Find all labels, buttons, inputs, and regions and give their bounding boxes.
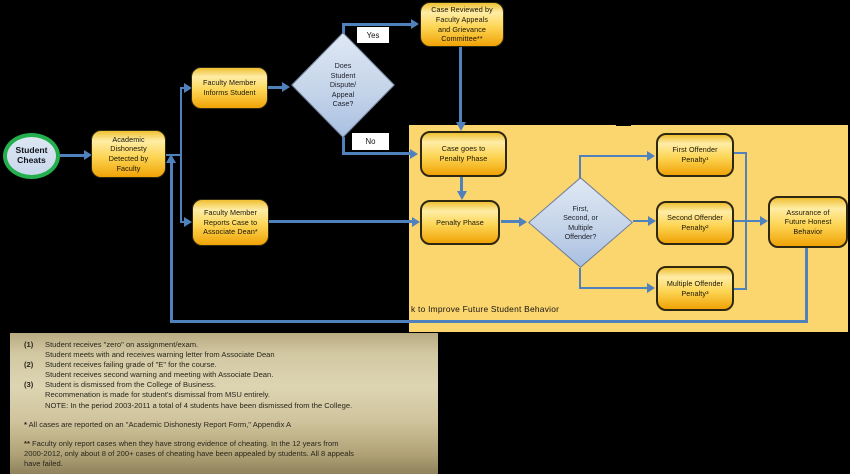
arrowhead-assurance: [760, 216, 768, 226]
footnote-2-number: (2): [24, 360, 34, 370]
arrowhead-casegoes-top: [456, 122, 466, 131]
node-faculty-informs: Faculty Member Informs Student: [191, 67, 268, 109]
arrowhead-multiple: [647, 283, 655, 293]
connector-offender-multiple-v: [579, 268, 581, 289]
connector-penalty-offender: [501, 220, 522, 223]
footnote-doublestar-text: Faculty only report cases when they have…: [24, 438, 354, 468]
footnote-doublestar-marker: **: [24, 438, 30, 448]
arrowhead-report: [184, 217, 192, 227]
arrowhead-start-detect: [84, 150, 92, 160]
clipped-text-artifact: [616, 121, 631, 126]
footnote-2: (2) Student receives failing grade of "E…: [24, 360, 424, 380]
arrowhead-offender: [519, 217, 527, 227]
footnote-1-text: Student receives "zero" on assignment/ex…: [45, 340, 275, 360]
node-assurance: Assurance of Future Honest Behavior: [768, 196, 848, 248]
connector-report-penalty: [269, 220, 414, 223]
connector-inform-dispute: [268, 86, 284, 89]
arrowhead-casegoes-left: [410, 149, 418, 159]
arrowhead-penalty-left: [412, 217, 420, 227]
node-case-reviewed: Case Reviewed by Faculty Appeals and Gri…: [420, 2, 504, 47]
yes-label: Yes: [357, 27, 389, 43]
connector-offender-first-v: [579, 155, 581, 178]
connector-review-casegoes: [459, 47, 462, 123]
no-label: No: [352, 133, 389, 150]
connector-offender-second: [633, 220, 650, 222]
footnote-1-number: (1): [24, 340, 34, 349]
arrowhead-inform: [184, 83, 192, 93]
footnote-1: (1) Student receives "zero" on assignmen…: [24, 340, 424, 360]
footnote-2-text: Student receives failing grade of "E" fo…: [45, 360, 274, 380]
node-academic-dishonesty: Academic Dishonesty Detected by Faculty: [91, 130, 166, 178]
node-case-goes-penalty: Case goes to Penalty Phase: [420, 131, 507, 177]
footnote-3: (3) Student is dismissed from the Colleg…: [24, 380, 424, 410]
decision-offender-count: First, Second, or Multiple Offender?: [528, 177, 633, 268]
connector-yes-across: [342, 23, 412, 26]
footnotes-panel: (1) Student receives "zero" on assignmen…: [10, 333, 438, 474]
connector-feedback-across: [170, 320, 808, 323]
connector-second-assurance: [734, 220, 762, 222]
connector-yes-up: [342, 23, 345, 34]
connector-branch-up: [180, 87, 186, 89]
dispute-diamond-label: Does Student Dispute/ Appeal Case?: [329, 61, 357, 109]
node-faculty-reports: Faculty Member Reports Case to Associate…: [192, 199, 269, 246]
arrowhead-review: [411, 19, 419, 29]
footnote-doublestar: ** Faculty only report cases when they h…: [24, 439, 424, 469]
node-multiple-offender: Multiple Offender Penalty³: [656, 266, 734, 311]
connector-casegoes-penalty: [460, 177, 463, 193]
start-node-student-cheats: Student Cheats: [3, 133, 60, 179]
connector-offender-first-h: [579, 155, 649, 157]
arrowhead-feedback: [166, 154, 176, 163]
connector-branch-down: [180, 221, 186, 223]
arrowhead-second: [648, 216, 656, 226]
footnote-star-marker: *: [24, 419, 27, 429]
connector-first-join: [734, 152, 747, 154]
footnote-star-text: All cases are reported on an "Academic D…: [28, 419, 292, 429]
node-penalty-phase: Penalty Phase: [420, 200, 500, 245]
connector-no-down: [342, 137, 345, 154]
connector-feedback-up: [170, 162, 173, 321]
connector-start-detect: [60, 154, 86, 157]
arrowhead-dispute: [282, 82, 290, 92]
connector-no-across: [342, 152, 412, 155]
feedback-caption: k to Improve Future Student Behavior: [411, 304, 560, 314]
node-first-offender: First Offender Penalty¹: [656, 133, 734, 177]
arrowhead-first: [647, 151, 655, 161]
connector-branch-spine: [180, 88, 182, 222]
node-second-offender: Second Offender Penalty²: [656, 201, 734, 245]
arrowhead-penalty-top: [457, 191, 467, 200]
offender-diamond-label: First, Second, or Multiple Offender?: [563, 203, 598, 242]
footnote-star: * All cases are reported on an "Academic…: [24, 420, 424, 430]
connector-feedback-down: [805, 248, 808, 323]
footnote-3-number: (3): [24, 380, 34, 390]
decision-dispute-appeal: Does Student Dispute/ Appeal Case?: [291, 32, 395, 138]
connector-offender-multiple-h: [579, 287, 649, 289]
connector-multiple-join: [734, 288, 747, 290]
footnote-3-text: Student is dismissed from the College of…: [45, 380, 353, 410]
